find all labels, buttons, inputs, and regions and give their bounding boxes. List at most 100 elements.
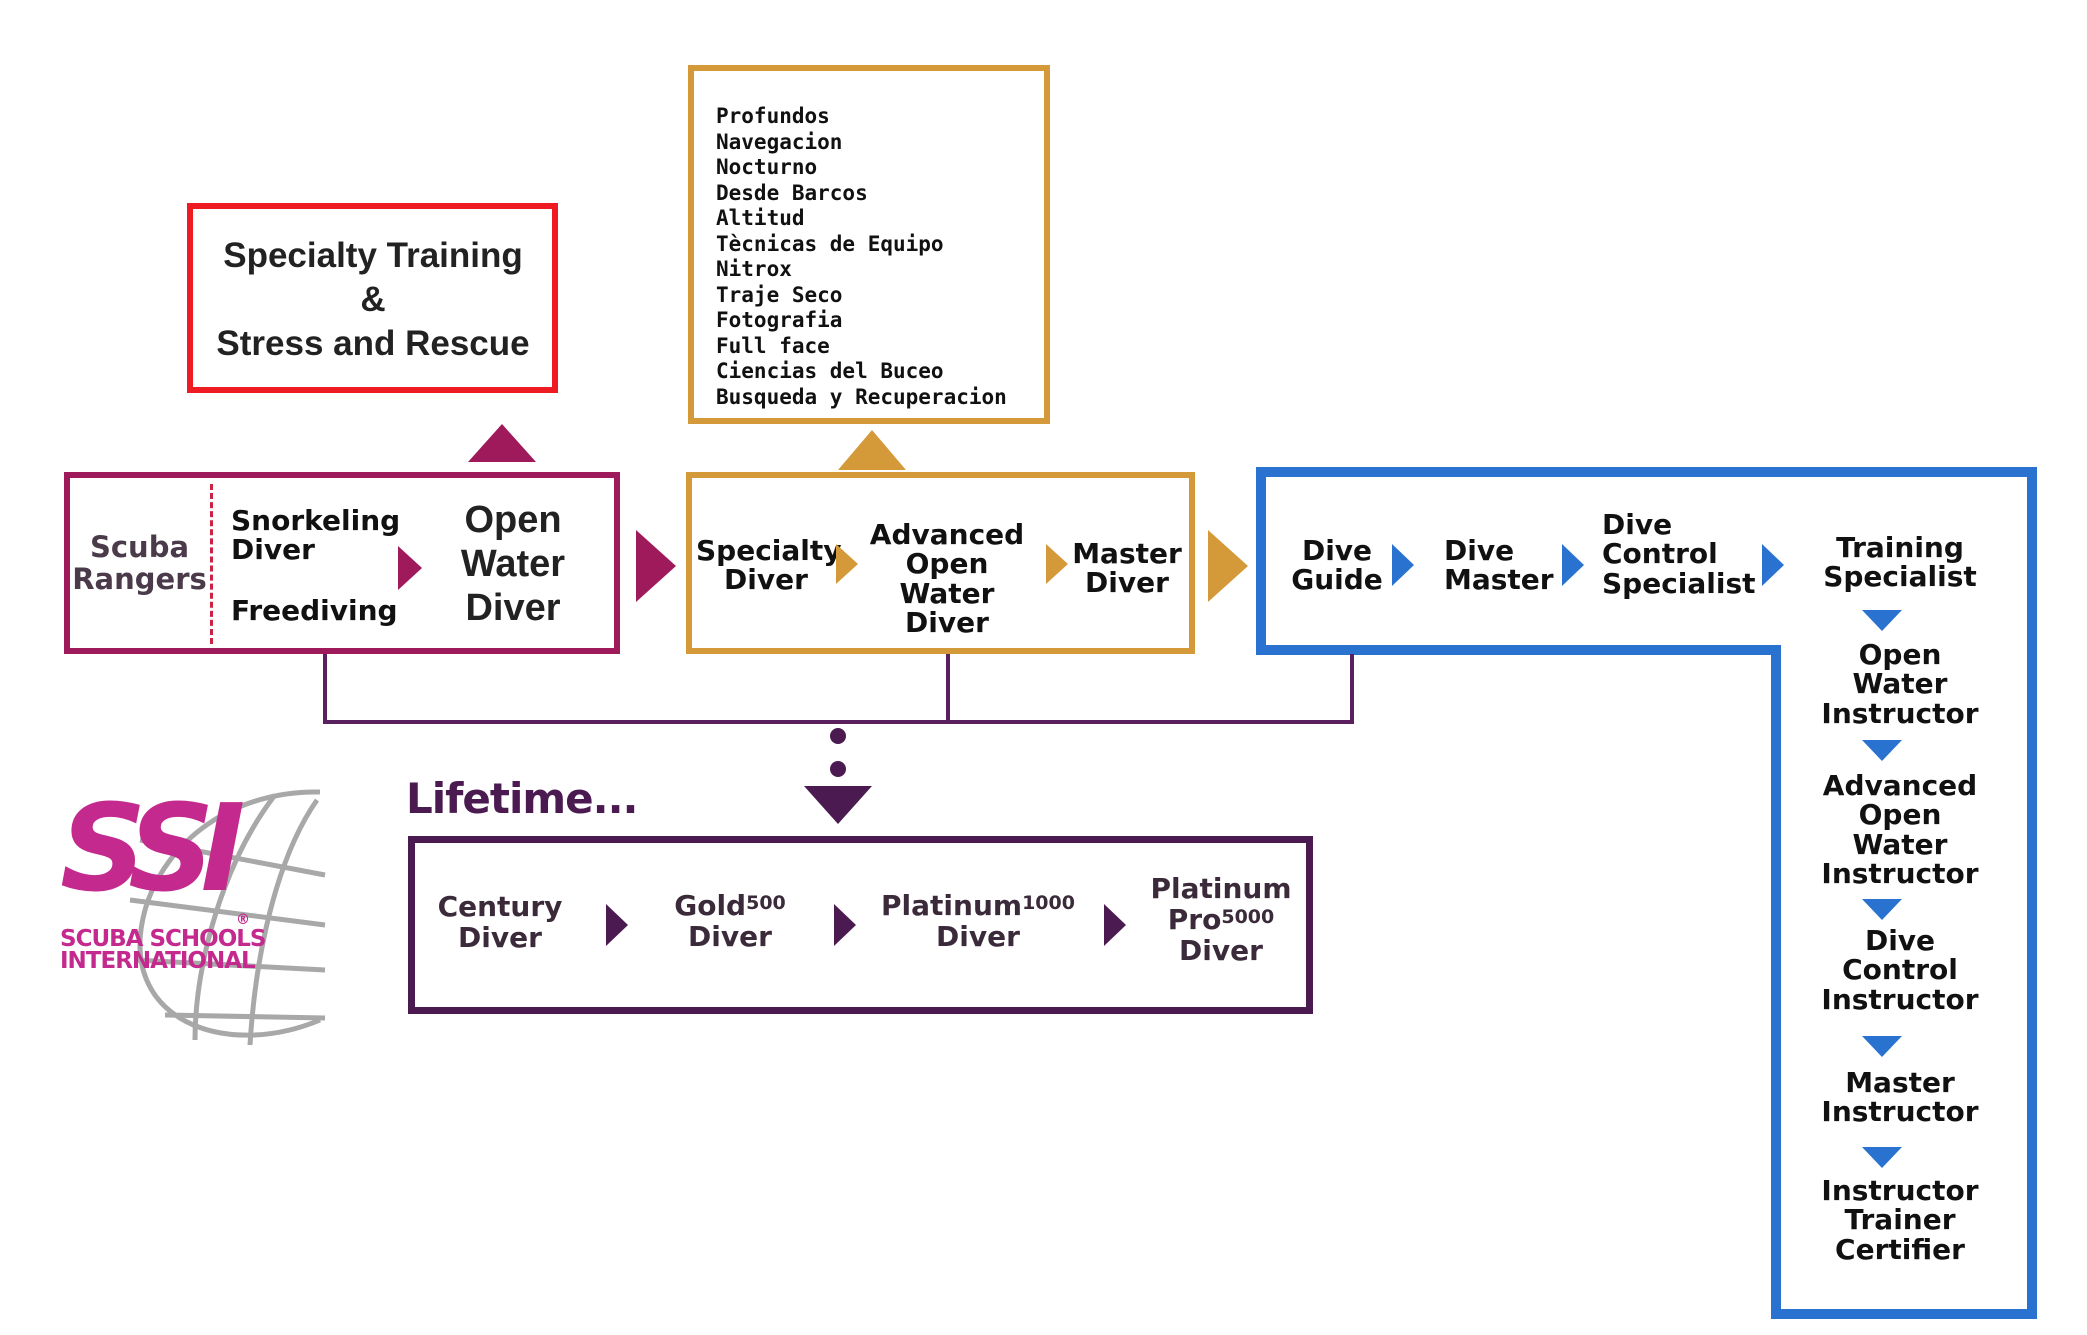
dcs-line1: Dive — [1602, 508, 1673, 541]
specialty-training-line2: & — [360, 280, 386, 319]
master-diver-label: Master Diver — [1068, 539, 1186, 598]
gold-number: 500 — [746, 892, 786, 914]
owi-line2: Water — [1852, 667, 1948, 701]
specialty-item: Busqueda y Recuperacion — [716, 384, 1007, 409]
dive-master-line1: Dive — [1444, 534, 1515, 567]
gold-name: Gold — [674, 889, 747, 922]
dive-guide-line1: Dive — [1301, 534, 1373, 567]
aowi-line2: Open — [1858, 798, 1942, 832]
dashed-divider — [210, 484, 213, 644]
century-line2: Diver — [458, 920, 542, 954]
down-arrow-icon — [1862, 1147, 1902, 1168]
specialty-diver-line2: Diver — [724, 563, 808, 597]
specialty-list-box — [688, 65, 1050, 424]
pro-role: Diver — [1179, 933, 1263, 967]
specialty-item: Nocturno — [716, 155, 818, 179]
master-diver-line2: Diver — [1085, 566, 1169, 600]
specialty-item: Profundos — [716, 104, 830, 128]
freediving-label: Freediving — [231, 594, 398, 627]
itc-line2: Trainer — [1844, 1203, 1956, 1237]
specialty-item: Navegacion — [716, 129, 843, 154]
ssi-registered-mark: ® — [236, 912, 250, 928]
advanced-line3: Diver — [905, 606, 989, 640]
pro-name1: Platinum — [1150, 872, 1292, 905]
owi-line1: Open — [1858, 638, 1942, 671]
dive-control-instructor-label: Dive Control Instructor — [1810, 924, 1990, 1015]
ssi-logo-mark: SSI — [60, 780, 245, 919]
right-arrow-icon — [636, 530, 676, 602]
scuba-rangers-line1: Scuba — [89, 530, 190, 564]
pro-line2: Pro5000 — [1146, 902, 1296, 936]
platinum-name: Platinum — [881, 889, 1023, 922]
ssi-line1: SCUBA SCHOOLS — [60, 926, 266, 952]
snorkeling-diver-label: Snorkeling Diver — [231, 506, 400, 565]
down-arrow-icon — [1862, 610, 1902, 631]
down-arrow-icon — [1862, 899, 1902, 920]
right-arrow-icon — [834, 904, 856, 946]
dci-line2: Control — [1842, 953, 1958, 987]
specialty-training-box — [187, 203, 558, 393]
itc-line1: Instructor — [1821, 1174, 1979, 1207]
ssi-globe-icon — [129, 789, 326, 1046]
specialty-item: Traje Seco — [716, 282, 843, 307]
specialty-training-title: Specialty Training & Stress and Rescue — [190, 234, 556, 366]
lifetime-title: Lifetime... — [406, 774, 639, 823]
right-arrow-icon — [1762, 544, 1784, 586]
advanced-level-box — [686, 472, 1195, 654]
open-water-line2: Water — [460, 543, 566, 585]
specialty-item: Ciencias del Buceo — [716, 359, 944, 383]
platinum-role: Diver — [936, 919, 1020, 953]
up-arrow-icon — [838, 430, 906, 470]
ssi-line2: INTERNATIONAL — [60, 948, 256, 974]
right-arrow-icon — [1046, 544, 1068, 584]
advanced-open-water-label: Advanced Open Water Diver — [862, 520, 1032, 638]
dci-line1: Dive — [1864, 924, 1936, 957]
right-arrow-icon — [1562, 544, 1584, 586]
lifetime-box — [408, 836, 1313, 1014]
dive-master-label: Dive Master — [1444, 536, 1554, 595]
down-arrow-icon — [1862, 740, 1902, 761]
specialty-item: Tècnicas de Equipo — [716, 231, 944, 256]
open-water-instructor-label: Open Water Instructor — [1810, 638, 1990, 730]
scuba-rangers-label: Scuba Rangers — [72, 530, 207, 596]
right-arrow-icon — [1208, 530, 1248, 602]
dive-master-line2: Master — [1444, 563, 1554, 597]
mi-line1: Master — [1845, 1066, 1955, 1099]
advanced-line1: Advanced — [869, 518, 1025, 551]
specialty-diver-line1: Specialty — [696, 534, 842, 567]
training-specialist-line1: Training — [1836, 531, 1964, 564]
pro-name2: Pro — [1167, 902, 1222, 936]
dcs-line3: Specialist — [1602, 566, 1756, 600]
right-arrow-icon — [836, 544, 858, 584]
master-instructor-label: Master Instructor — [1810, 1068, 1990, 1127]
open-water-diver-label: Open Water Diver — [438, 498, 588, 630]
ssi-logo-text: SCUBA SCHOOLS INTERNATIONAL — [60, 926, 266, 974]
gold-diver-line1: Gold500 — [650, 889, 810, 922]
training-specialist-line2: Specialist — [1823, 560, 1977, 594]
specialty-item: Fotografia — [716, 308, 843, 332]
owi-line3: Instructor — [1821, 696, 1979, 730]
right-arrow-icon — [398, 546, 422, 590]
advanced-line2: Open Water — [899, 547, 995, 610]
dive-control-specialist-label: Dive Control Specialist — [1602, 508, 1756, 600]
snorkeling-line2: Diver — [231, 533, 315, 567]
century-line1: Century — [437, 890, 563, 923]
specialty-list: Profundos Navegacion Nocturno Desde Barc… — [716, 104, 1046, 410]
gold-role: Diver — [688, 919, 772, 953]
specialty-item: Nitrox — [716, 257, 792, 281]
right-arrow-icon — [1392, 544, 1414, 586]
aowi-line3: Water — [1852, 827, 1948, 861]
itc-line3: Certifier — [1835, 1232, 1965, 1266]
specialty-item: Full face — [716, 333, 830, 358]
instructor-trainer-certifier-label: Instructor Trainer Certifier — [1810, 1174, 1990, 1266]
scuba-rangers-line2: Rangers — [72, 561, 207, 596]
advanced-open-water-instructor-label: Advanced Open Water Instructor — [1810, 771, 1990, 889]
pro-number: 5000 — [1221, 905, 1275, 928]
specialty-training-line3: Stress and Rescue — [216, 324, 530, 363]
aowi-line1: Advanced — [1822, 769, 1978, 802]
open-water-line1: Open — [464, 499, 562, 541]
dcs-line2: Control — [1602, 537, 1718, 571]
down-arrow-icon — [1862, 1036, 1902, 1057]
